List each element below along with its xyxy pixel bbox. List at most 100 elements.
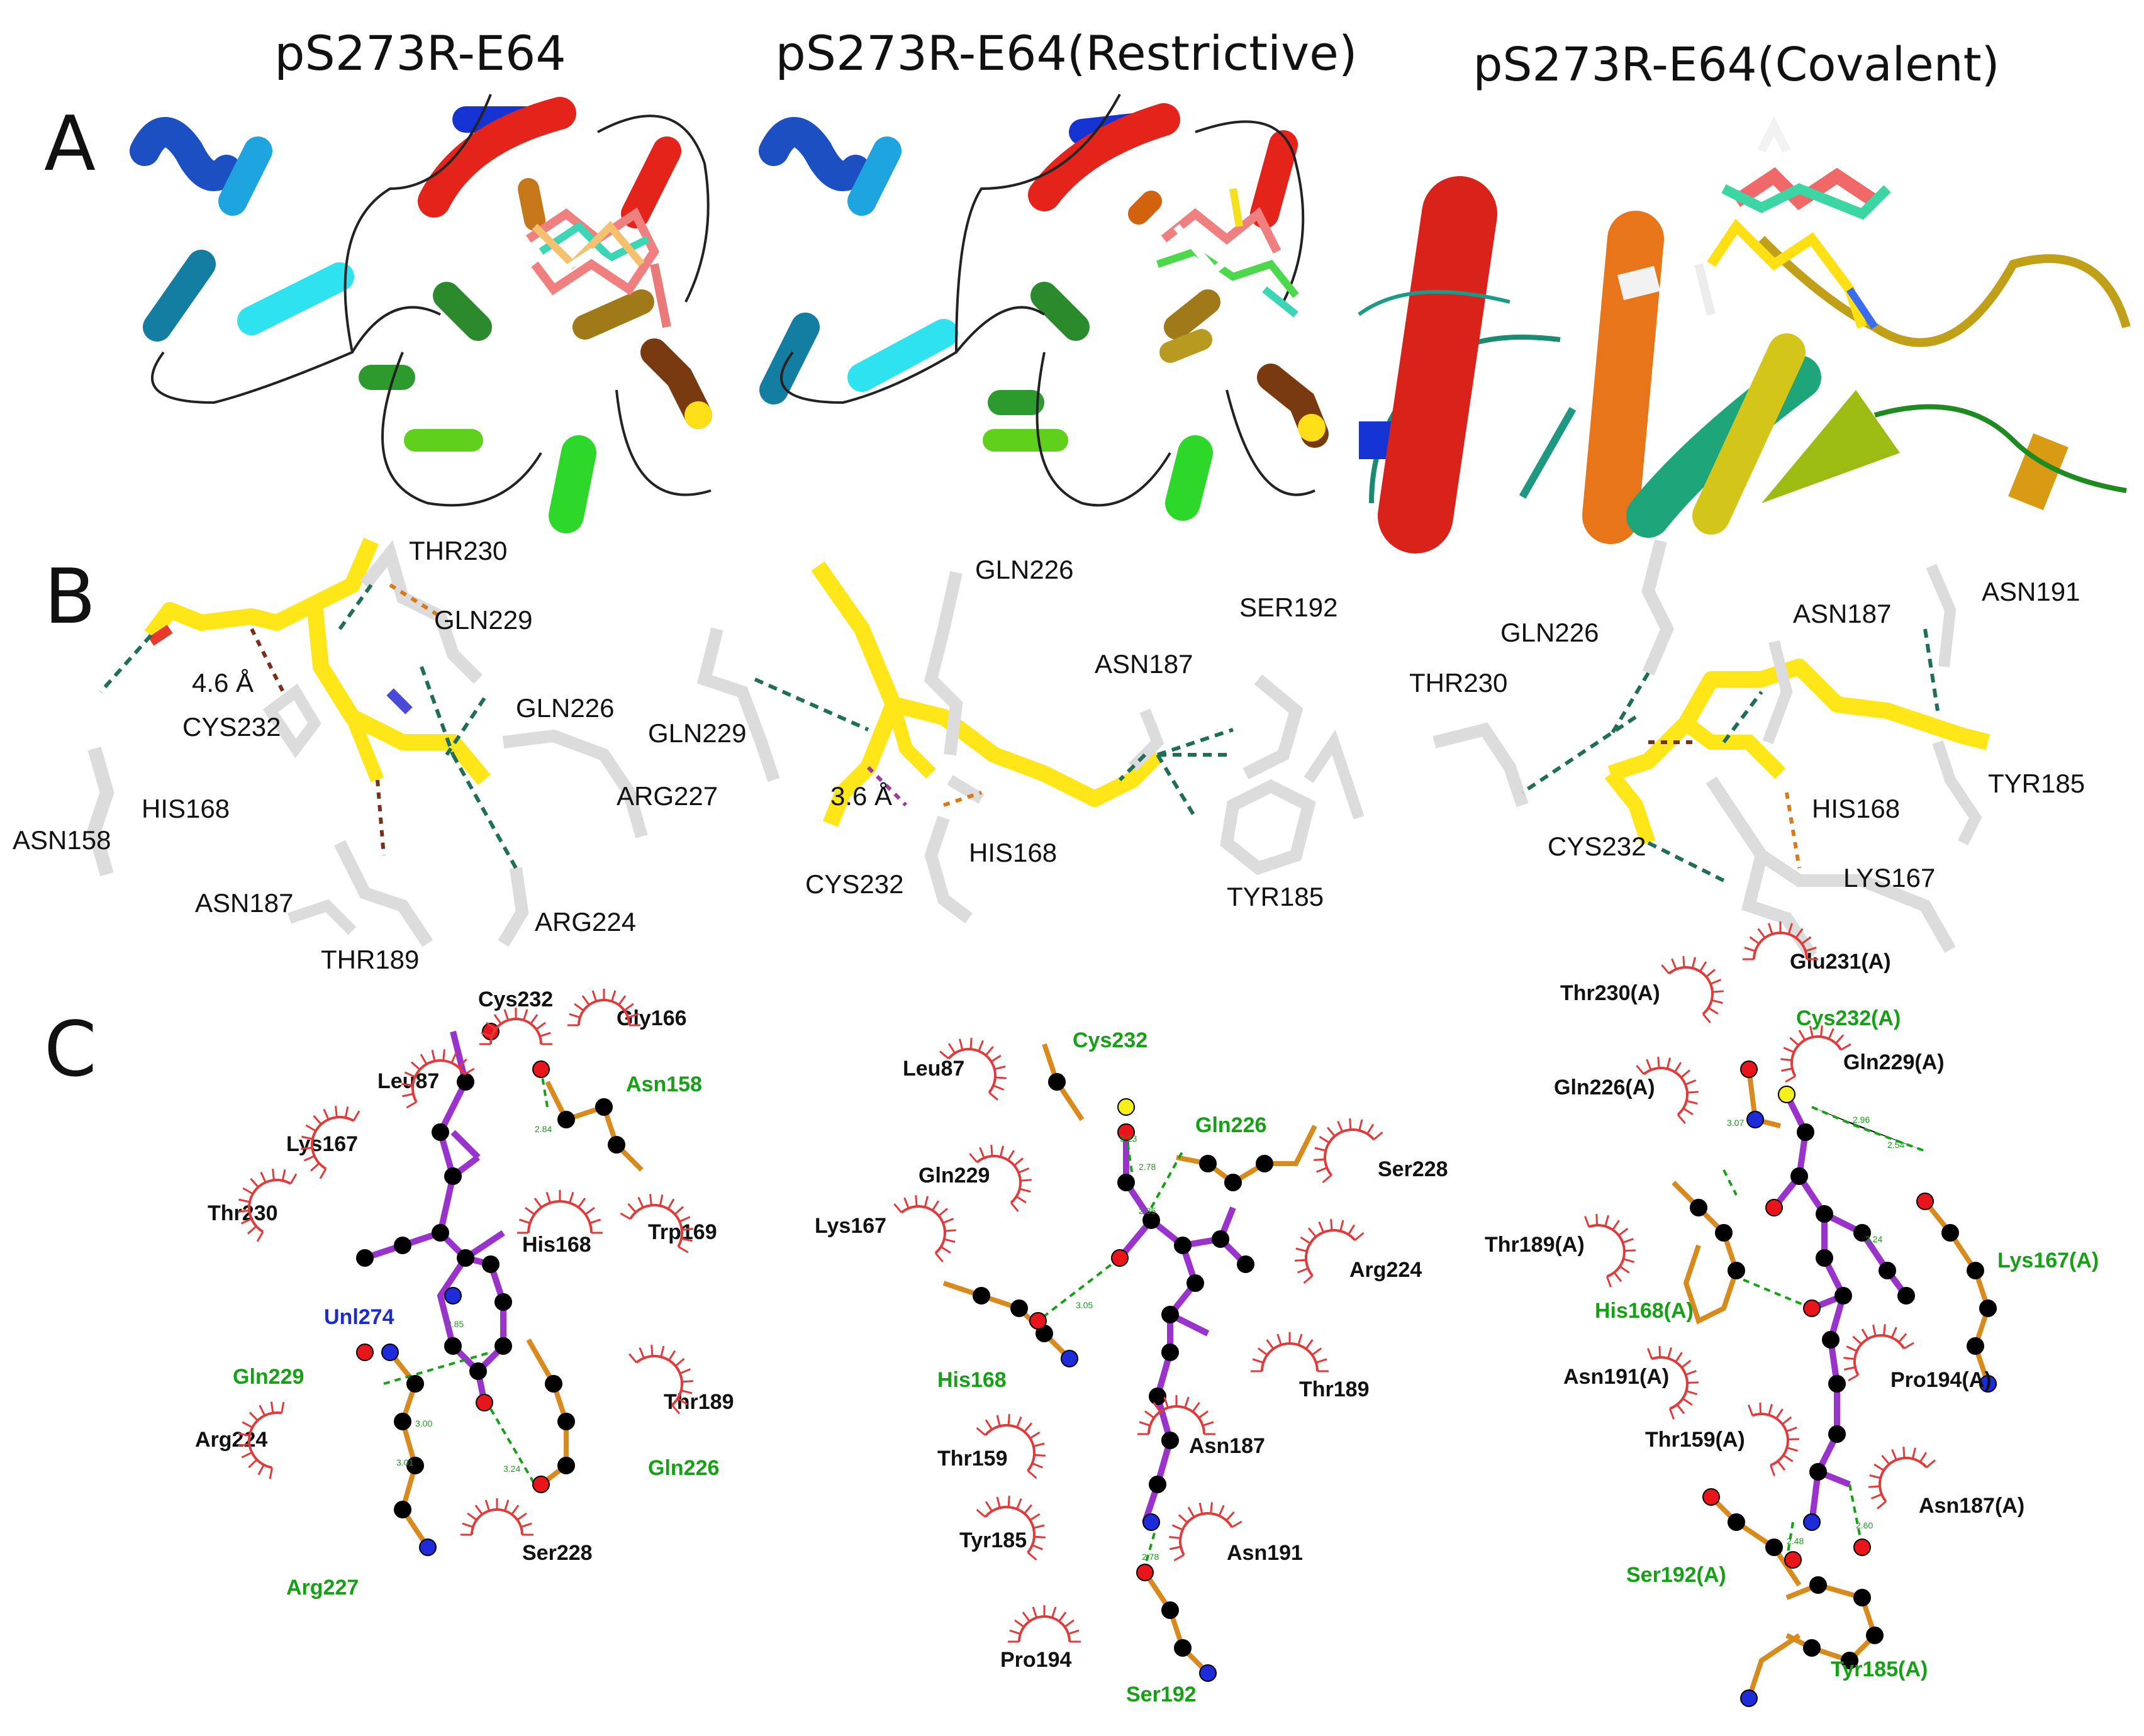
ligand-cluster-a-middle <box>1156 188 1299 318</box>
c-right-hbond-label: Tyr185(A) <box>1831 1657 1928 1681</box>
atom <box>1186 1274 1204 1292</box>
c-middle-hbond-label: His168 <box>937 1368 1007 1392</box>
atom <box>1728 1262 1745 1279</box>
c-left-arc <box>567 989 640 1027</box>
atom <box>1853 1224 1871 1242</box>
atom <box>356 1249 374 1267</box>
c-right-hydrophobic-label: Asn191(A) <box>1563 1365 1669 1389</box>
c-middle-hydrophobic-label: Tyr185 <box>959 1528 1027 1552</box>
atom <box>1828 1425 1846 1443</box>
c-middle-distance-label: 3.23 <box>1120 1133 1137 1143</box>
atom <box>1740 1689 1758 1707</box>
ligand-cluster-a-left <box>526 207 671 328</box>
c-middle-hydrophobic-label: Arg224 <box>1349 1258 1422 1282</box>
c-middle-arc <box>939 1038 1007 1101</box>
c-right-hydrophobic-label: Pro194(A) <box>1890 1368 1992 1392</box>
c-middle-arc <box>1137 1395 1215 1435</box>
atom <box>1117 1174 1135 1191</box>
atom <box>1256 1155 1273 1172</box>
panel-labels: THR230GLN229GLN226ARG227ARG224CYS232HIS1… <box>13 536 2099 1706</box>
atom <box>1784 1551 1802 1569</box>
c-middle-hbond-label: Gln226 <box>1195 1113 1266 1137</box>
atom <box>1834 1287 1852 1305</box>
atom <box>432 1123 449 1141</box>
b-right-residue-label: ASN187 <box>1793 599 1891 628</box>
atom <box>406 1457 424 1474</box>
atom <box>1803 1513 1821 1531</box>
c-left-arc <box>479 1008 552 1045</box>
atom <box>1879 1262 1896 1279</box>
atom <box>1690 1199 1707 1216</box>
c-middle-arc <box>1251 1332 1329 1372</box>
atom <box>1117 1098 1135 1116</box>
c-middle-arc <box>969 1145 1032 1212</box>
c-left-distance-label: 2.85 <box>447 1319 464 1329</box>
c-middle-hydrophobic-label: Lys167 <box>815 1214 886 1238</box>
atom <box>1142 1513 1160 1531</box>
b-left-residue-label: ARG224 <box>535 907 636 937</box>
atom <box>1967 1337 1984 1355</box>
atom <box>1765 1199 1783 1216</box>
c-right-hydrophobic-label: Thr159(A) <box>1645 1428 1745 1452</box>
atom <box>1828 1375 1846 1393</box>
atom <box>1199 1155 1217 1172</box>
b-left-residue-label: GLN226 <box>516 693 614 723</box>
atom <box>557 1111 575 1128</box>
b-left-residue-label: ASN158 <box>13 825 111 855</box>
c-left-hbond-label: Gln229 <box>233 1365 304 1389</box>
c-left-distance-label: 3.01 <box>396 1457 413 1467</box>
c-right-distance-label: 2.48 <box>1787 1536 1804 1546</box>
atom <box>1822 1331 1840 1349</box>
b-right-residue-label: LYS167 <box>1843 863 1935 893</box>
atom <box>1853 1538 1871 1556</box>
c-right-arc <box>1743 921 1818 960</box>
atom <box>557 1457 575 1474</box>
atom <box>457 1249 474 1267</box>
c-middle-arc <box>1008 1605 1081 1643</box>
atom <box>1136 1564 1154 1581</box>
panel-a-left-cartoon <box>130 94 712 533</box>
atom <box>1797 1123 1814 1141</box>
c-middle-hydrophobic-label: Pro194 <box>1000 1648 1071 1672</box>
c-middle-arc <box>976 1414 1046 1479</box>
atom <box>419 1538 437 1556</box>
atom <box>608 1136 625 1154</box>
c-right-hydrophobic-label: Gln229(A) <box>1843 1050 1945 1074</box>
atom <box>1816 1249 1833 1267</box>
c-left-distance-label: 3.24 <box>503 1464 520 1474</box>
b-right-residue-label: ASN191 <box>1982 577 2080 606</box>
c-right-arc <box>1647 1345 1699 1420</box>
atom <box>1161 1601 1179 1619</box>
c-left-hydrophobic-label: Ser228 <box>522 1541 593 1565</box>
c-left-hbond-label: Gln226 <box>648 1456 719 1480</box>
c-left-arc <box>301 1106 360 1179</box>
c-middle-distance-label: 2.78 <box>1142 1552 1159 1562</box>
c-middle-arc <box>1295 1219 1365 1284</box>
atom <box>1790 1167 1808 1185</box>
c-right-distance-label: 2.60 <box>1856 1520 1873 1530</box>
atom <box>973 1287 990 1305</box>
atom <box>394 1237 411 1254</box>
atom <box>1809 1576 1827 1594</box>
c-left-arc <box>401 1049 475 1109</box>
atom <box>1010 1299 1028 1317</box>
atom <box>532 1060 550 1078</box>
c-left-hydrophobic-label: Thr230 <box>208 1201 278 1225</box>
c-left-arc <box>238 1401 285 1479</box>
title-left: pS273R-E64 <box>274 25 566 81</box>
panel-c-ligplot-skeletons <box>356 1023 1997 1707</box>
c-left-ligand-label: Unl274 <box>324 1305 394 1329</box>
b-right-residue-label: GLN226 <box>1500 618 1599 647</box>
b-middle-residue-label: SER192 <box>1239 593 1337 622</box>
atom <box>1702 1488 1720 1506</box>
c-right-hydrophobic-label: Asn187(A) <box>1919 1494 2024 1518</box>
c-left-arc <box>238 1169 298 1242</box>
c-right-arc <box>1780 1025 1851 1083</box>
atom <box>1809 1463 1827 1481</box>
atom <box>1746 1111 1764 1128</box>
c-right-arc <box>1843 1324 1914 1382</box>
c-right-distance-label: 2.96 <box>1853 1115 1870 1125</box>
c-left-distance-label: 2.84 <box>535 1124 552 1134</box>
atom <box>1237 1255 1254 1273</box>
c-left-arc <box>517 1190 603 1234</box>
